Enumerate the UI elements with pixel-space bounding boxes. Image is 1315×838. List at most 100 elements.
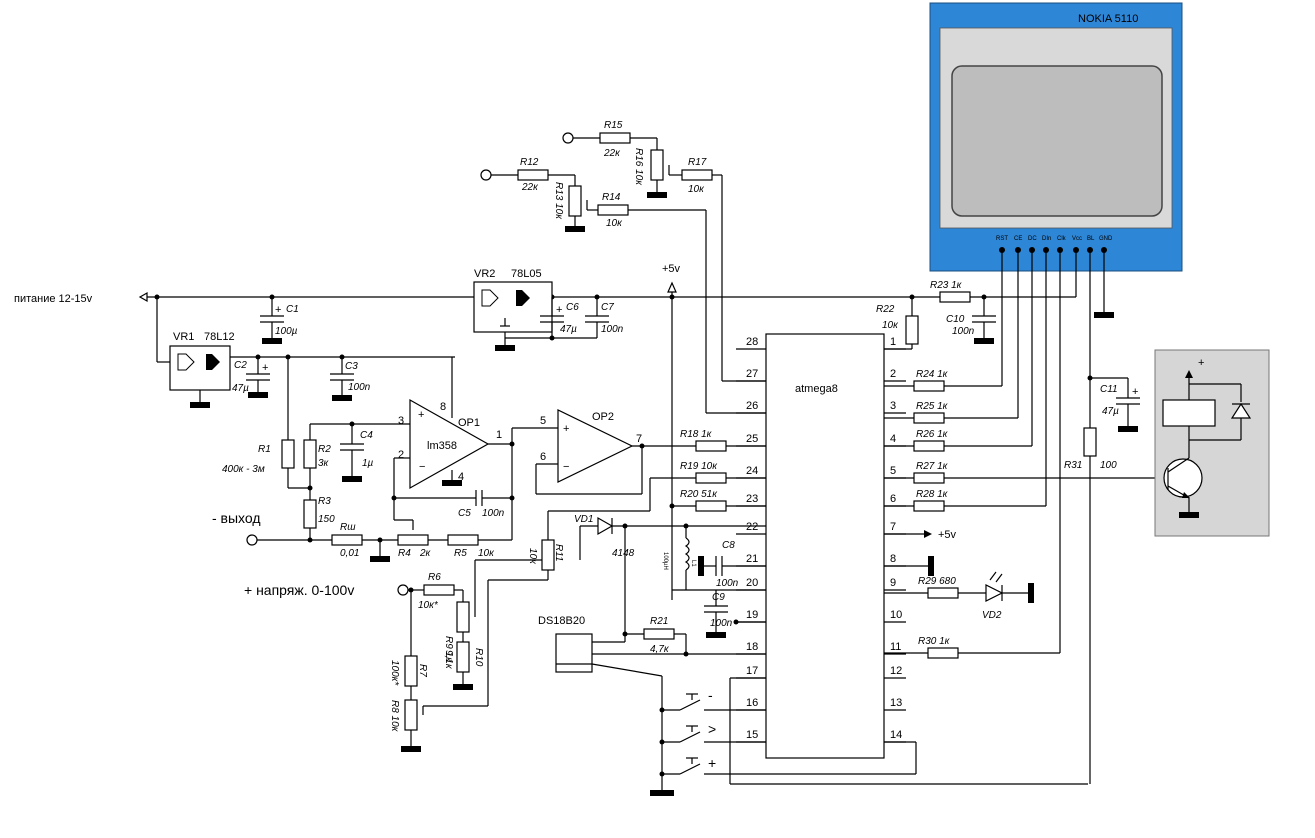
lcd-title: NOKIA 5110 [1078, 13, 1138, 25]
c10-value: 100n [952, 326, 975, 337]
mcu-pin-left-26: 26 [746, 400, 758, 412]
op1-input-network: R1 400к - 3м R2 3к R3 150 C4 1µ - выход … [212, 357, 512, 562]
mcu-pin-right-9: 9 [890, 577, 896, 589]
mcu-pin-right-6: 6 [890, 493, 896, 505]
c6-value: 47µ [560, 324, 577, 335]
relay-panel: + [1154, 349, 1270, 537]
output-minus-label: - выход [212, 510, 261, 526]
r11-value: 10к [527, 548, 538, 565]
svg-text:−: − [563, 461, 569, 473]
mcu-pin-left-18: 18 [746, 641, 758, 653]
r15-value: 22к [603, 148, 621, 159]
r4-label: R4 [398, 548, 411, 559]
mcu-pin-right-12: 12 [890, 665, 902, 677]
button-plus[interactable]: + [662, 755, 916, 775]
vr1-value: 78L12 [204, 331, 235, 343]
voltage-input-network: + напряж. 0-100v R6 10к* R9 1к R10 9,1к … [244, 510, 650, 752]
mcu-pin-left-16: 16 [746, 697, 758, 709]
mcu-pin-right-8: 8 [890, 553, 896, 565]
mcu-pin-right-3: 3 [890, 400, 896, 412]
c9-value: 100n [710, 618, 733, 629]
lcd-pin-ce: CE [1014, 236, 1022, 242]
mcu-atmega8: atmega8 [765, 333, 885, 759]
mcu-pin-right-10: 10 [890, 609, 902, 621]
r6-value: 10к* [418, 600, 439, 611]
button-plus-label: + [708, 755, 716, 771]
c10-label: C10 [946, 314, 965, 325]
lcd-pin-clk: Clk [1057, 236, 1067, 242]
r12-label: R12 [520, 157, 539, 168]
lcd-pin-vcc: Vcc [1072, 236, 1082, 242]
op1-pin1: 1 [496, 429, 502, 441]
r9-label: R9 1к [443, 636, 454, 663]
r22-label: R22 [876, 304, 895, 315]
vr1-label: VR1 [173, 331, 194, 343]
vcc-5v-label: +5v [662, 263, 681, 275]
c5-label: C5 [458, 508, 471, 519]
c11-label: C11 [1100, 384, 1118, 395]
mcu-pin-left-15: 15 [746, 729, 758, 741]
r2-label: R2 [318, 444, 331, 455]
lcd-pin-labels: RST CE DC DIn Clk Vcc BL GND [996, 236, 1113, 242]
r1-label: R1 [258, 444, 271, 455]
c7-value: 100n [601, 324, 624, 335]
r20-label: R20 51к [680, 489, 718, 500]
op2-label: OP2 [592, 411, 614, 423]
mcu-pin-left-19: 19 [746, 609, 758, 621]
c8-label: C8 [722, 540, 735, 551]
mcu-pin-left-25: 25 [746, 433, 758, 445]
c1-label: C1 [286, 304, 299, 315]
rsh-label: Rш [340, 522, 356, 533]
r14-label: R14 [602, 192, 621, 203]
c2-value: 47µ [232, 383, 249, 394]
mcu-pin-right-5: 5 [890, 465, 896, 477]
mcu-pin-right-7: 7 [890, 521, 896, 533]
c7-label: C7 [601, 302, 614, 313]
r15-label: R15 [604, 120, 623, 131]
button-select[interactable]: > [662, 721, 766, 743]
capacitors-rail: C1 100µ + C2 47µ + C3 100n C6 47µ + C7 1… [232, 297, 624, 401]
op-amps: + − lm358 OP1 3 2 8 4 1 + − OP2 5 6 7 [398, 357, 696, 540]
r21-value: 4,7к [650, 644, 670, 655]
r29-label: R29 680 [918, 576, 956, 587]
c8-value: 100n [716, 578, 739, 589]
r8-label: R8 10к [389, 700, 400, 733]
op2-pin6: 6 [540, 451, 546, 463]
lcd-pin-gnd: GND [1099, 236, 1113, 242]
r24-label: R24 1к [916, 369, 949, 380]
r28-label: R28 1к [916, 489, 949, 500]
r10-label: R10 [473, 648, 484, 667]
op1-pin3: 3 [398, 415, 404, 427]
svg-text:+: + [275, 304, 281, 316]
power-rail: питание 12-15v VR1 78L12 VR2 78L05 [14, 263, 940, 600]
svg-text:+: + [556, 304, 562, 316]
r16-label: R16 10к [633, 148, 644, 186]
svg-text:+: + [418, 409, 424, 421]
button-minus-label: - [708, 687, 713, 703]
r3-label: R3 [318, 496, 331, 507]
r14-value: 10к [606, 218, 623, 229]
r2-value: 3к [318, 458, 330, 469]
mcu-pin-left-28: 28 [746, 336, 758, 348]
c6-label: C6 [566, 302, 579, 313]
rsh-value: 0,01 [340, 548, 359, 559]
l1-value: 100µH [662, 552, 668, 570]
mcu-pin-left-21: 21 [746, 553, 758, 565]
r13-label: R13 10к [553, 182, 564, 220]
lcd-module: NOKIA 5110 RST CE DC DIn Clk Vcc BL GND [929, 2, 1183, 272]
c3-label: C3 [345, 361, 358, 372]
vd2-label: VD2 [982, 610, 1002, 621]
op2-pin7: 7 [636, 433, 642, 445]
button-select-label: > [708, 721, 716, 737]
op1-name: lm358 [427, 440, 457, 452]
mcu-pin-left-20: 20 [746, 577, 758, 589]
mcu-left-network: R18 1к R19 10к R20 51к VD1 4148 100µH L1 [538, 429, 1088, 796]
r17-label: R17 [688, 157, 707, 168]
lcd-pin-rst: RST [996, 236, 1008, 242]
c5-value: 100n [482, 508, 505, 519]
svg-text:+: + [1132, 386, 1138, 398]
r21-label: R21 [650, 616, 668, 627]
vd1-label: VD1 [574, 514, 593, 525]
button-minus[interactable]: - [662, 687, 766, 711]
pot-network-top: R15 22к R16 10к R17 10к R12 22к R13 10к … [480, 120, 766, 414]
